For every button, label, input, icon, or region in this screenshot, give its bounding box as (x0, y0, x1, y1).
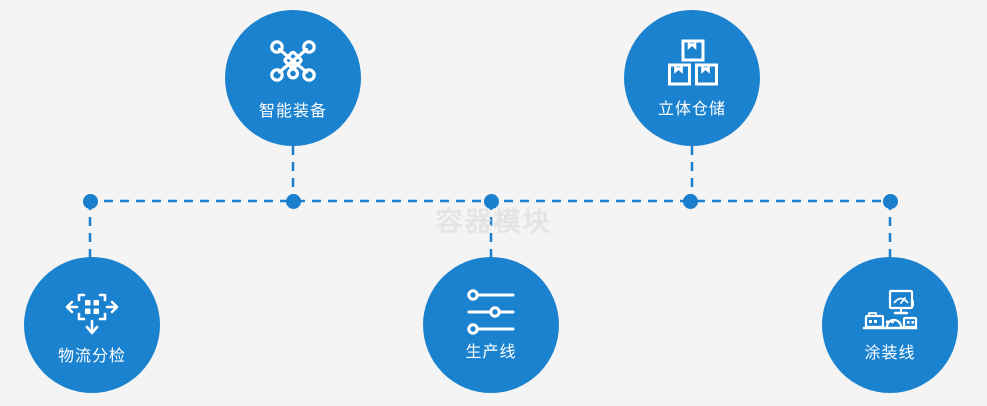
spine-dot-warehouse[interactable] (682, 193, 698, 209)
node-smart-equipment[interactable]: 智能装备 (225, 10, 361, 146)
node-label-stereoscopic-warehouse: 立体仓储 (657, 101, 726, 118)
node-stereoscopic-warehouse[interactable]: 立体仓储 (624, 10, 760, 146)
node-production-line[interactable]: 生产线 (423, 257, 559, 393)
sorting-arrows-icon (63, 285, 121, 339)
node-logistics-sorting[interactable]: 物流分检 (24, 257, 160, 393)
node-label-production-line: 生产线 (465, 344, 517, 361)
factory-monitor-icon (860, 288, 920, 336)
spine-dot-equipment[interactable] (285, 193, 301, 209)
node-label-painting-line: 涂装线 (864, 345, 916, 362)
node-label-smart-equipment: 智能装备 (258, 103, 327, 120)
node-painting-line[interactable]: 涂装线 (822, 257, 958, 393)
watermark-text: 容器模块 (435, 207, 552, 237)
node-label-logistics-sorting: 物流分检 (57, 348, 126, 365)
stacked-boxes-icon (666, 38, 718, 88)
spine-dot-production[interactable] (483, 193, 499, 209)
spine-dot-logistics[interactable] (82, 193, 98, 209)
spine-dot-painting[interactable] (882, 193, 898, 209)
sliders-icon (463, 289, 519, 335)
network-nodes-icon (266, 36, 320, 90)
